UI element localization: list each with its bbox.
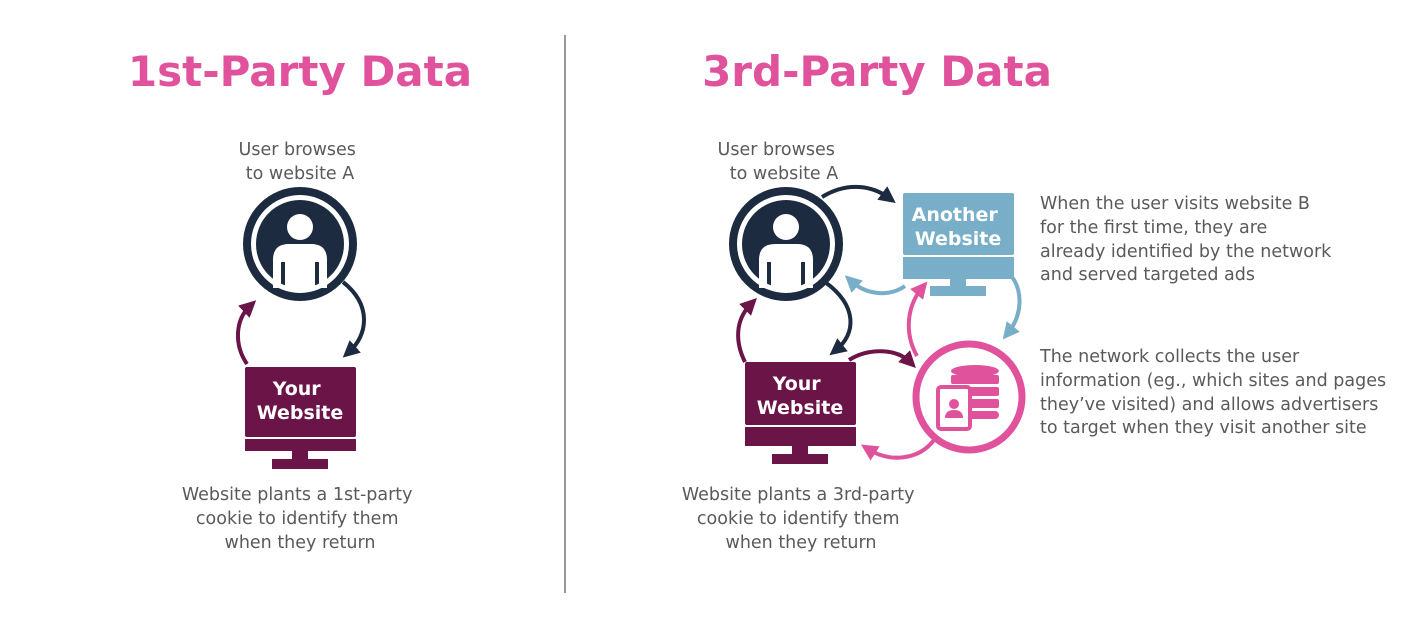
your-website-label: Your Website — [757, 373, 844, 419]
your-website-label: Your Website — [257, 378, 344, 424]
arrow-user-to-another-site — [820, 184, 896, 204]
first-party-plant-caption: Website plants a 1st-party cookie to ide… — [182, 485, 418, 553]
user-icon — [729, 187, 843, 301]
arrow-user-to-site — [341, 280, 366, 358]
third-party-browse-caption: User browses to website A — [718, 140, 841, 184]
first-party-title: 1st-Party Data — [128, 47, 472, 96]
arrow-site-to-network — [847, 349, 916, 368]
arrow-site-to-user — [736, 298, 757, 363]
third-party-plant-caption: Website plants a 3rd-party cookie to ide… — [682, 485, 920, 553]
third-party-title: 3rd-Party Data — [702, 47, 1052, 96]
user-icon — [243, 187, 357, 301]
arrow-user-to-site — [823, 280, 853, 356]
arrow-another-site-to-network — [1002, 269, 1022, 340]
arrow-network-to-another-site — [906, 281, 928, 357]
network-caption: The network collects the user informatio… — [1039, 347, 1392, 438]
ad-network-icon — [912, 340, 1026, 454]
your-website-monitor: Your Website — [245, 367, 356, 469]
your-website-monitor: Your Website — [745, 362, 856, 464]
arrow-network-to-site — [860, 438, 936, 461]
arrow-site-to-user — [235, 300, 257, 366]
first-party-browse-caption: User browses to website A — [239, 140, 362, 184]
arrow-another-site-to-user — [844, 275, 907, 296]
another-website-caption: When the user visits website B for the f… — [1040, 194, 1337, 285]
another-website-label: Another Website — [912, 204, 1005, 250]
another-website-monitor: Another Website — [903, 193, 1014, 296]
